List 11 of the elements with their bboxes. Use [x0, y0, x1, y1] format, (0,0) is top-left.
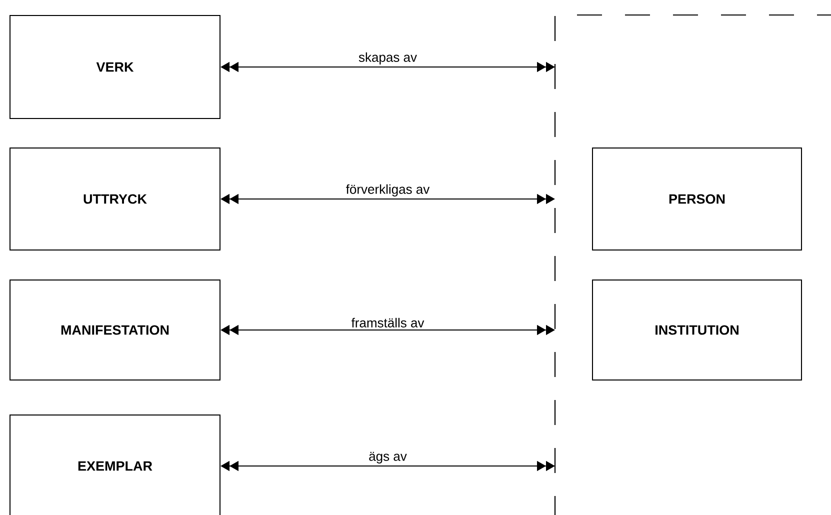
entity-box: PERSON — [592, 148, 802, 250]
entity-box: VERK — [10, 15, 220, 119]
entity-box: EXEMPLAR — [10, 414, 220, 515]
edge-label: ägs av — [369, 452, 407, 464]
dashed-region — [554, 14, 831, 515]
edge-label: framställs av — [351, 318, 424, 328]
edge-label: skapas av — [358, 52, 417, 64]
entity-box: UTTRYCK — [10, 148, 220, 250]
entity-box: INSTITUTION — [592, 280, 802, 380]
edge-label: förverkligas av — [346, 184, 430, 196]
entity-box: MANIFESTATION — [10, 280, 220, 380]
